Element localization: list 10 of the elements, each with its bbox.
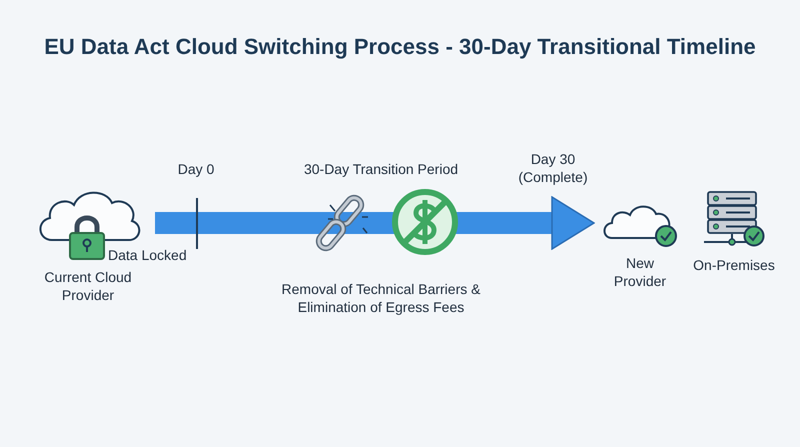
node-label: Current Cloud Provider	[43, 268, 133, 304]
day-label: Day 0	[176, 160, 216, 178]
node-label: On-Premises	[692, 256, 776, 274]
description-text: Removal of Technical Barriers & Elimination of Egress Fees	[281, 280, 481, 316]
day-label: Day 30 (Complete)	[517, 150, 589, 186]
node-label: New Provider	[612, 254, 668, 290]
diagram-title: EU Data Act Cloud Switching Process - 30-Day Transitional Timeline	[43, 34, 757, 60]
period-label: 30-Day Transition Period	[302, 160, 460, 178]
status-label: Data Locked	[108, 246, 187, 264]
timeline-arrow	[155, 196, 595, 250]
